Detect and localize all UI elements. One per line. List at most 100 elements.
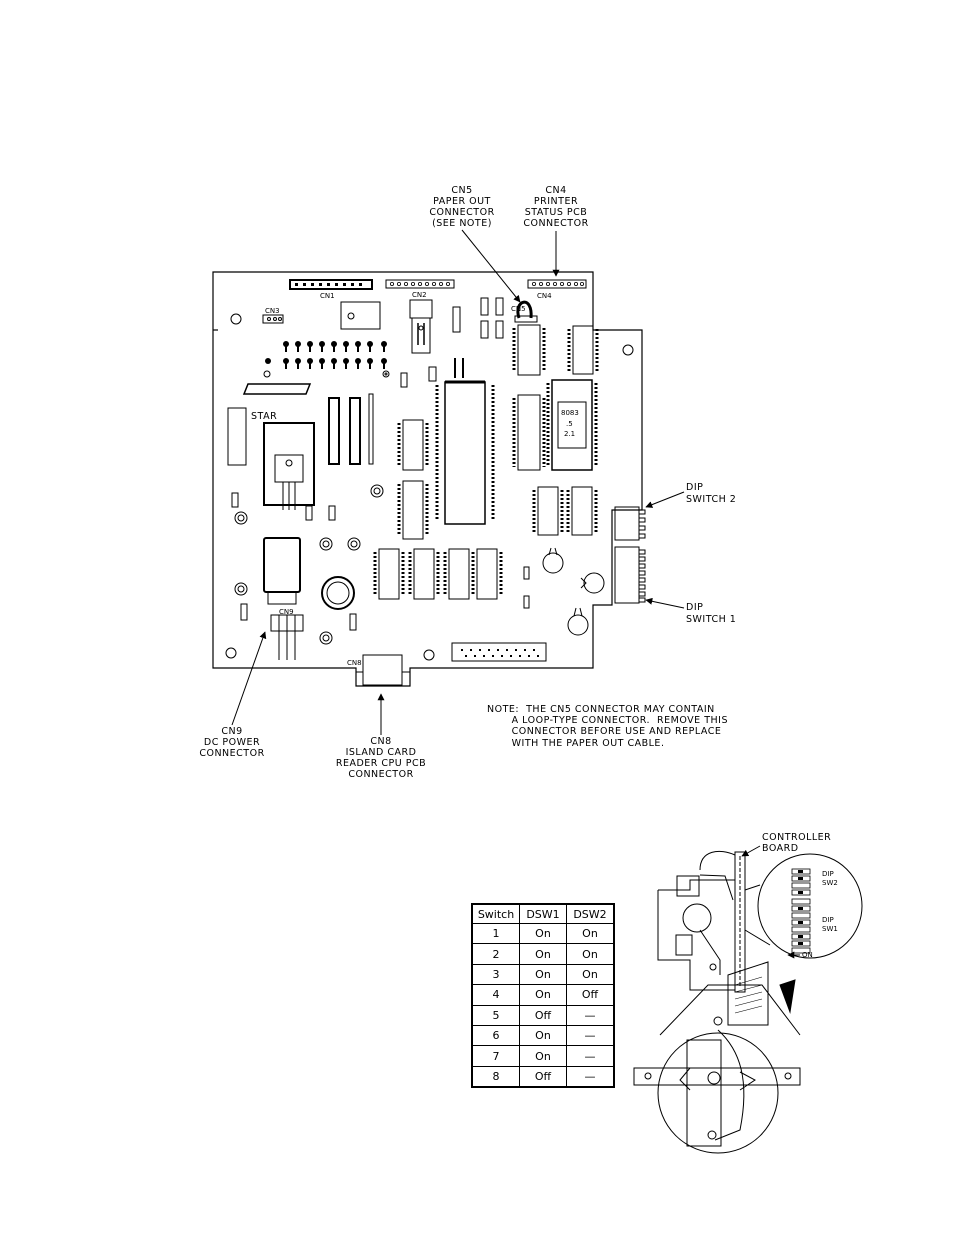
table-row: 2 On On bbox=[471, 943, 615, 965]
column-header: DSW1 bbox=[519, 903, 567, 924]
cn4-connector: CN4 bbox=[527, 279, 587, 300]
dip-switch-table: Switch DSW1 DSW2 1 On On 2 On On 3 On On… bbox=[471, 903, 615, 1089]
svg-text:CN4: CN4 bbox=[545, 185, 566, 196]
table-cell: On bbox=[566, 963, 615, 986]
svg-text:SW1: SW1 bbox=[822, 925, 838, 933]
table-cell: — bbox=[566, 1065, 615, 1088]
table-cell: 6 bbox=[471, 1024, 520, 1047]
svg-text:CN8: CN8 bbox=[347, 659, 362, 667]
table-cell: On bbox=[566, 943, 615, 965]
cn5-note: NOTE: THE CN5 CONNECTOR MAY CONTAIN A LO… bbox=[487, 704, 728, 749]
cn1-connector: CN1 bbox=[289, 279, 373, 300]
table-row: 4 On Off bbox=[471, 984, 615, 1006]
table-cell: 3 bbox=[471, 963, 520, 986]
pcb-outline bbox=[212, 271, 643, 687]
svg-text:DIP: DIP bbox=[822, 870, 834, 878]
controller-callout: CONTROLLER BOARD bbox=[741, 832, 831, 857]
table-row: 1 On On bbox=[471, 922, 615, 945]
mounting-holes bbox=[225, 313, 634, 661]
svg-text:SWITCH 2: SWITCH 2 bbox=[686, 494, 736, 505]
svg-text:READER CPU PCB: READER CPU PCB bbox=[336, 758, 426, 769]
ic-chips: 8083 .5 2.1 bbox=[373, 324, 599, 600]
svg-text:SWITCH 1: SWITCH 1 bbox=[686, 614, 736, 625]
table-cell: 1 bbox=[471, 922, 520, 945]
svg-text:STATUS PCB: STATUS PCB bbox=[525, 207, 588, 218]
svg-text:DIP: DIP bbox=[686, 602, 703, 613]
table-row: 3 On On bbox=[471, 963, 615, 986]
dip-switch-1 bbox=[614, 546, 646, 604]
svg-text:CN8: CN8 bbox=[370, 736, 391, 747]
table-cell: — bbox=[566, 1045, 615, 1067]
table-cell: — bbox=[566, 1004, 615, 1026]
svg-text:ON: ON bbox=[802, 951, 813, 959]
cn9-callout: CN9 DC POWER CONNECTOR bbox=[199, 631, 267, 759]
table-row: 5 Off — bbox=[471, 1004, 615, 1026]
table-cell: On bbox=[519, 1045, 567, 1067]
printer-assembly-drawing: DIP SW2 DIP SW1 ON bbox=[633, 850, 863, 1154]
table-row: 7 On — bbox=[471, 1045, 615, 1067]
table-cell: On bbox=[519, 1024, 567, 1047]
table-cell: On bbox=[566, 922, 615, 945]
table-cell: 2 bbox=[471, 943, 520, 965]
table-cell: 7 bbox=[471, 1045, 520, 1067]
svg-text:DIP: DIP bbox=[686, 482, 703, 493]
svg-text:CONNECTOR: CONNECTOR bbox=[429, 207, 494, 218]
table-cell: 4 bbox=[471, 984, 520, 1006]
svg-text:CN9: CN9 bbox=[221, 726, 242, 737]
dip-switch-2 bbox=[614, 506, 646, 541]
svg-text:.5: .5 bbox=[566, 420, 573, 428]
cn2-connector: CN2 bbox=[385, 279, 455, 299]
table-cell: Off bbox=[519, 1004, 567, 1026]
column-header: Switch bbox=[471, 903, 520, 924]
cn5-connector: CN5 bbox=[511, 300, 538, 323]
svg-text:(SEE NOTE): (SEE NOTE) bbox=[432, 218, 492, 229]
table-row: 6 On — bbox=[471, 1024, 615, 1047]
table-cell: Off bbox=[566, 984, 615, 1006]
svg-text:PRINTER: PRINTER bbox=[534, 196, 578, 207]
svg-text:PAPER OUT: PAPER OUT bbox=[433, 196, 491, 207]
svg-text:STAR: STAR bbox=[251, 411, 277, 422]
capacitor-row bbox=[265, 341, 387, 369]
table-cell: On bbox=[519, 943, 567, 965]
cn8-connector: CN8 bbox=[347, 654, 410, 686]
table-cell: — bbox=[566, 1024, 615, 1047]
svg-text:CONNECTOR: CONNECTOR bbox=[199, 748, 264, 759]
misc-components bbox=[231, 297, 605, 662]
svg-text:BOARD: BOARD bbox=[762, 843, 799, 854]
svg-text:CONNECTOR: CONNECTOR bbox=[348, 769, 413, 780]
column-header: DSW2 bbox=[566, 903, 615, 924]
table-cell: Off bbox=[519, 1065, 567, 1088]
svg-text:CN9: CN9 bbox=[279, 608, 294, 616]
svg-text:CONTROLLER: CONTROLLER bbox=[762, 832, 831, 843]
svg-text:CN1: CN1 bbox=[320, 292, 335, 300]
table-cell: 8 bbox=[471, 1065, 520, 1088]
svg-text:ISLAND CARD: ISLAND CARD bbox=[346, 747, 417, 758]
table-cell: 5 bbox=[471, 1004, 520, 1026]
star-module: STAR bbox=[227, 383, 315, 510]
svg-text:SW2: SW2 bbox=[822, 879, 838, 887]
cn4-callout: CN4 PRINTER STATUS PCB CONNECTOR bbox=[523, 185, 588, 277]
svg-text:DIP: DIP bbox=[822, 916, 834, 924]
svg-text:DC POWER: DC POWER bbox=[204, 737, 260, 748]
svg-text:8083: 8083 bbox=[561, 409, 579, 417]
table-header-row: Switch DSW1 DSW2 bbox=[471, 903, 615, 924]
svg-text:CN2: CN2 bbox=[412, 291, 427, 299]
svg-text:CN4: CN4 bbox=[537, 292, 552, 300]
svg-text:CN5: CN5 bbox=[451, 185, 472, 196]
table-row: 8 Off — bbox=[471, 1065, 615, 1088]
cn5-callout: CN5 PAPER OUT CONNECTOR (SEE NOTE) bbox=[429, 185, 521, 303]
svg-text:CN3: CN3 bbox=[265, 307, 280, 315]
svg-text:CONNECTOR: CONNECTOR bbox=[523, 218, 588, 229]
dip-switch-2-callout: DIP SWITCH 2 bbox=[645, 482, 736, 508]
cpu-chip bbox=[435, 358, 495, 525]
dip-switch-1-callout: DIP SWITCH 1 bbox=[645, 597, 736, 625]
cn8-callout: CN8 ISLAND CARD READER CPU PCB CONNECTOR bbox=[336, 693, 426, 780]
table-cell: On bbox=[519, 963, 567, 986]
svg-text:CN5: CN5 bbox=[511, 305, 526, 313]
svg-text:2.1: 2.1 bbox=[564, 430, 575, 438]
table-cell: On bbox=[519, 922, 567, 945]
voltage-regulators bbox=[340, 299, 433, 354]
cn3-connector: CN3 bbox=[262, 307, 284, 324]
cn9-connector: CN9 bbox=[270, 608, 304, 660]
